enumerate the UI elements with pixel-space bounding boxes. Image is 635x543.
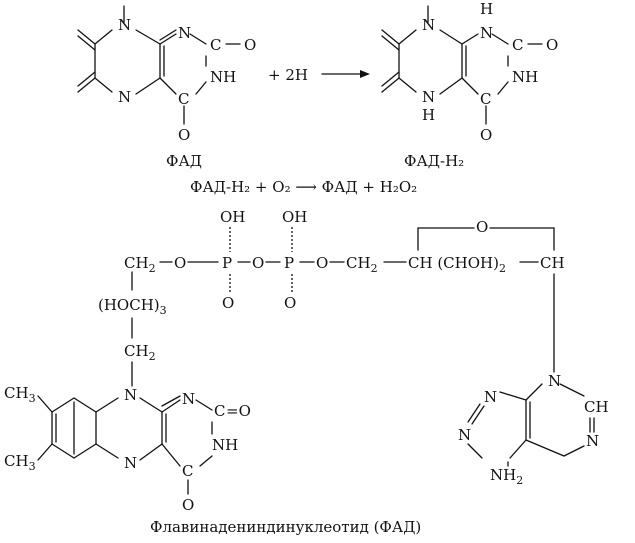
atom-o-ring: O [476,218,488,236]
atom-c4-r: C [480,90,491,108]
atom-n10-r: N [422,16,435,34]
atom-c4: C [178,90,189,108]
atom-o2-big: =O [226,402,251,420]
reactant-label: ФАД [166,152,202,170]
oxidation-equation: ФАД-H₂ + O₂ ⟶ ФАД + H₂O₂ [190,178,417,196]
atom-ch2-bottom: CH2 [124,342,156,363]
atom-n5-r: N [422,88,435,106]
atom-n10-big: N [124,386,137,404]
atom-c2-r: C [512,36,523,54]
atom-oh-p1: OH [220,208,245,226]
atom-p1: P [222,254,232,272]
atom-oh-p2: OH [282,208,307,226]
atom-o2: O [244,36,256,54]
atom-o-bridge2: O [252,254,264,272]
atom-o-p1: O [222,294,234,312]
atom-o2-r: O [546,36,558,54]
atom-ch2-ribityl: CH2 [124,254,156,275]
atom-o4-r: O [480,126,492,144]
atom-hoch3: (HOCH)3 [98,296,167,317]
atom-n3h-big: NH [212,436,238,454]
atom-h5-r: H [422,106,435,124]
atom-o4-big: O [182,496,194,514]
atom-n1-big: N [182,390,195,408]
atom-n5-big: N [124,454,137,472]
atom-ch2-ribose: CH2 [346,254,378,275]
atom-o-bridge1: O [174,254,186,272]
product-label: ФАД-H₂ [404,152,464,170]
atom-n9-adenine: N [548,372,561,390]
atom-o4: O [178,126,190,144]
atom-n3h: NH [210,68,236,86]
atom-ch3-bottom: CH3 [4,452,36,473]
atom-o-p2: O [284,294,296,312]
atom-h1-r: H [480,0,493,18]
atom-n1: N [178,24,191,42]
atom-p2: P [284,254,294,272]
atom-c4-big: C [182,462,193,480]
atom-n10: N [118,16,131,34]
atom-ch-choh: CH (CHOH)2 [408,254,506,275]
atom-n1-r: N [480,24,493,42]
atom-c2-big: C [214,402,225,420]
atom-ch3-top: CH3 [4,384,36,405]
atom-o-bridge3: O [316,254,328,272]
atom-c2: C [210,36,221,54]
atom-n3-adenine: N [484,388,497,406]
reaction-arrow-icon [321,70,370,78]
atom-n5: N [118,88,131,106]
plus-2h: + 2H [268,66,308,84]
atom-nh2-adenine: NH2 [490,466,523,487]
fad-reduced-fragment: N H N C O NH N H C O ФАД-H₂ [381,0,558,170]
fad-full-structure: OH P O OH P O CH2 O O O CH2 CH (CHOH)2 C… [4,208,609,514]
atom-ch-c1: CH [540,254,565,272]
atom-n3h-r: NH [512,68,538,86]
atom-n7-adenine: N [586,432,599,450]
atom-n1-adenine: N [458,426,471,444]
figure-caption: Флавинадениндинуклеотид (ФАД) [150,518,421,536]
fad-oxidized-fragment: N N C O NH N C O ФАД [77,5,256,170]
atom-ch8-adenine: CH [584,398,609,416]
